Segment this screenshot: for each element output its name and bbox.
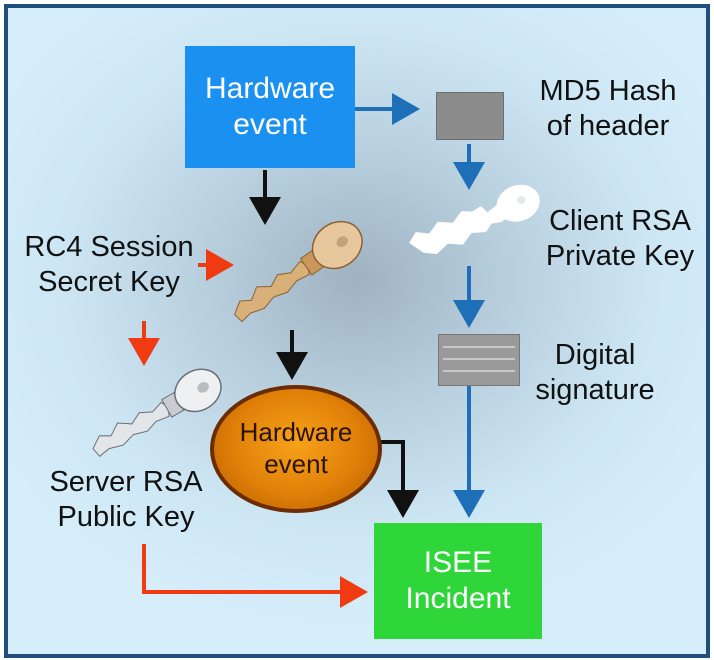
- server-key-line-2: Public Key: [57, 501, 195, 534]
- md5-label-line-1: MD5 Hash: [539, 75, 677, 107]
- oval-line-2: event: [264, 449, 328, 479]
- rc4-label-line-2: Secret Key: [38, 266, 180, 299]
- md5-hash-block: [436, 92, 504, 140]
- client-private-key-icon: [409, 184, 540, 255]
- rc4-session-key-label: RC4 Session Secret Key: [24, 230, 194, 301]
- md5-hash-label: MD5 Hash of header: [528, 74, 688, 145]
- oval-line-1: Hardware: [239, 417, 353, 448]
- digital-signature-label: Digital signature: [530, 338, 660, 409]
- signature-label-line-1: Digital: [554, 339, 636, 371]
- session-key-icon: [234, 220, 363, 323]
- hardware-event-line-1: Hardware: [204, 72, 336, 105]
- isee-line-2: Incident: [405, 582, 511, 615]
- client-key-line-2: Private Key: [545, 240, 695, 273]
- md5-label-line-2: of header: [546, 110, 670, 143]
- diagram-frame: Hardware event MD5 Hash of header Client…: [4, 4, 710, 658]
- digital-signature-block: [438, 334, 520, 386]
- hardware-event-line-2: event: [233, 108, 307, 141]
- connector-layer: [92, 93, 540, 608]
- client-key-line-1: Client RSA: [549, 205, 691, 237]
- arrow-server-key-to-isee: [142, 544, 368, 608]
- rc4-label-line-1: RC4 Session: [24, 231, 194, 263]
- isee-line-1: ISEE: [423, 546, 493, 579]
- server-public-key-label: Server RSA Public Key: [36, 465, 216, 536]
- isee-incident-box: ISEE Incident: [374, 523, 542, 639]
- signature-label-line-2: signature: [535, 374, 655, 407]
- hardware-event-oval: Hardware event: [210, 385, 382, 513]
- server-key-line-1: Server RSA: [49, 466, 203, 498]
- hardware-event-box: Hardware event: [185, 46, 355, 168]
- server-public-key-icon: [92, 368, 222, 458]
- arrow-oval-to-isee: [374, 440, 419, 518]
- client-private-key-label: Client RSA Private Key: [540, 204, 700, 275]
